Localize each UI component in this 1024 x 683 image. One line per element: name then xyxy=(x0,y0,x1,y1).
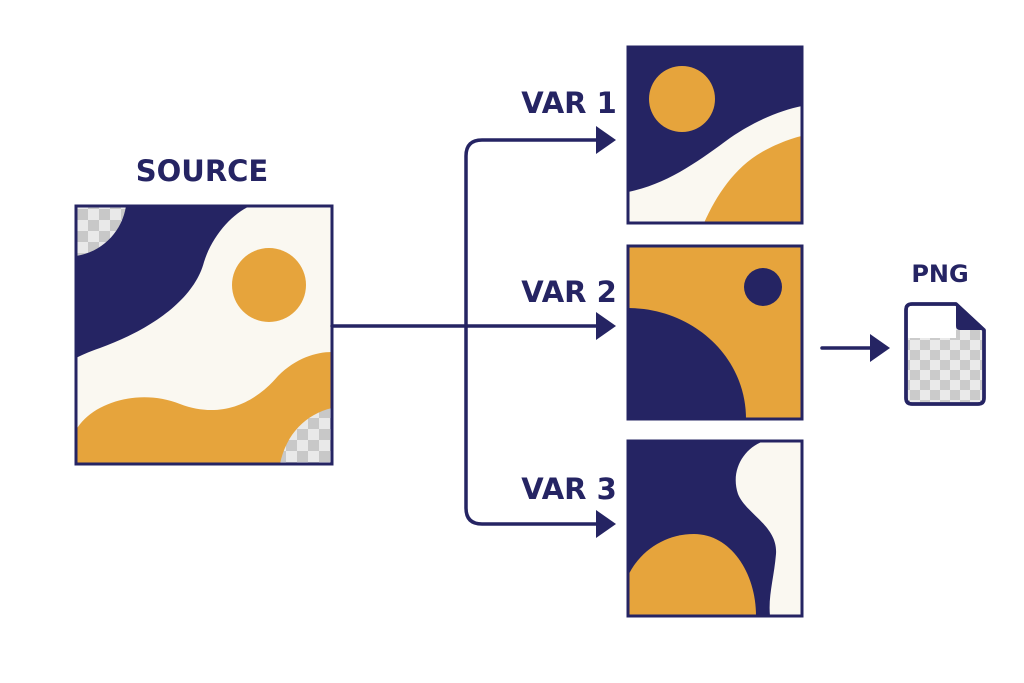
var1-label: VAR 1 xyxy=(521,86,617,120)
png-label: PNG xyxy=(911,260,968,288)
source-label: SOURCE xyxy=(136,154,269,188)
checker-top-left xyxy=(76,206,126,256)
var2-moon xyxy=(744,268,782,306)
var3-frame xyxy=(626,439,804,618)
arrow-to-var2 xyxy=(596,312,616,340)
var2-image xyxy=(628,246,802,419)
source-frame xyxy=(74,204,334,466)
var2-frame xyxy=(626,244,804,421)
output-arrow xyxy=(820,334,890,362)
var1-frame xyxy=(626,45,804,225)
arrow-to-var3 xyxy=(596,510,616,538)
var1-image xyxy=(628,47,802,223)
var3-image xyxy=(628,441,802,616)
arrow-to-var1 xyxy=(596,126,616,154)
var3-label: VAR 3 xyxy=(521,472,617,506)
var1-sun xyxy=(649,66,715,132)
var2-label: VAR 2 xyxy=(521,275,617,309)
arrow-heads xyxy=(596,126,616,538)
connector-lines xyxy=(330,138,606,526)
source-image xyxy=(76,206,332,464)
sun-circle xyxy=(232,248,306,322)
checker-bottom-right xyxy=(280,408,332,464)
png-file-icon xyxy=(904,302,986,406)
